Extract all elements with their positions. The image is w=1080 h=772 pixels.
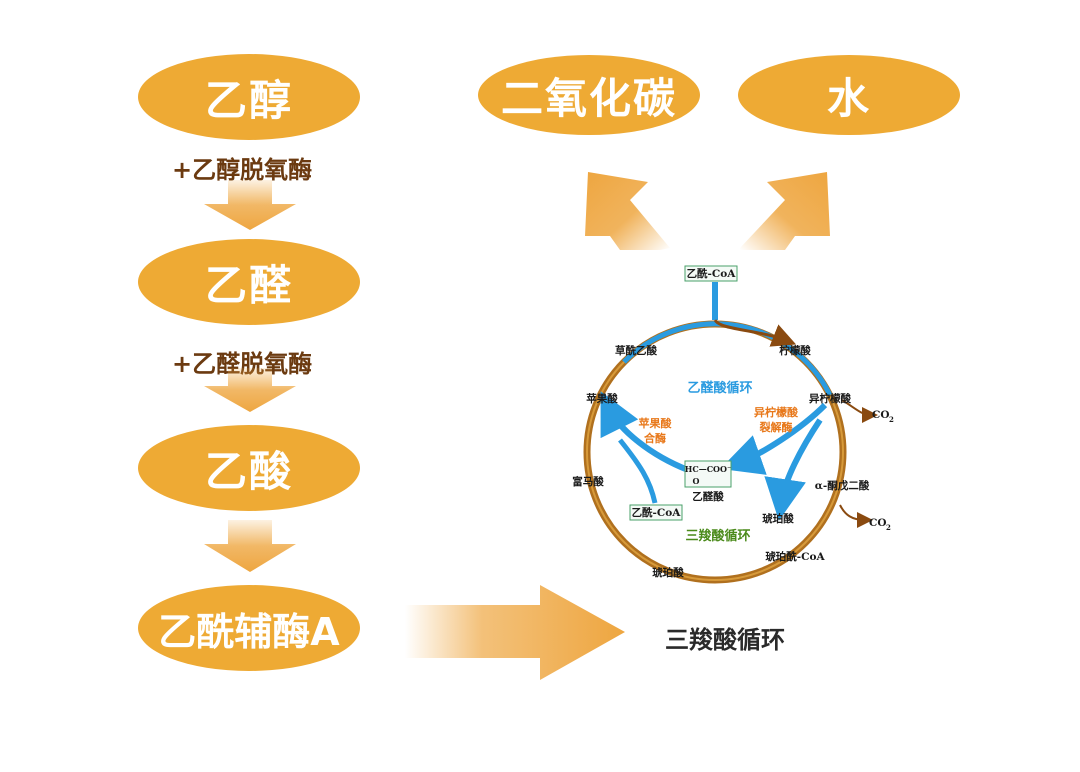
cycle-isocitrate: 异柠檬酸	[809, 392, 851, 405]
cycle-malate-synthase-1: 苹果酸	[639, 416, 673, 430]
tca-cycle-label: 三羧酸循环	[665, 626, 785, 654]
acetaldehyde-label: 乙醛	[204, 260, 293, 310]
acetaldehyde-node: 乙醛	[138, 239, 360, 325]
down-arrow-1	[204, 180, 296, 230]
cycle-malate-synthase-2: 合酶	[644, 431, 666, 445]
acetyl-coa-label: 乙酰辅酶A	[158, 609, 340, 654]
cycle-citrate: 柠檬酸	[779, 344, 811, 357]
enzyme-alcohol-dehydrogenase: +乙醇脱氧酶	[172, 156, 313, 184]
cycle-co2-1: CO	[872, 409, 890, 421]
cycle-co2-1-sub: 2	[889, 415, 894, 424]
cycle-co2-2: CO	[869, 517, 887, 529]
cycle-succinate-bottom: 琥珀酸	[652, 566, 684, 579]
co2-label: 二氧化碳	[500, 73, 677, 123]
water-label: 水	[826, 73, 871, 123]
acetic-acid-node: 乙酸	[138, 425, 360, 511]
cycle-succinyl-coa: 琥珀酰-CoA	[765, 550, 825, 563]
glyoxylate-box	[684, 460, 732, 488]
cycle-isocitrate-lyase-2: 裂解酶	[759, 420, 793, 434]
ethanol-node: 乙醇	[138, 54, 360, 140]
cycle-isocitrate-lyase-1: 异柠檬酸	[754, 405, 799, 419]
up-right-arrow	[740, 172, 830, 250]
cycle-alpha-kg: α-酮戊二酸	[815, 479, 870, 492]
cycle-glyoxylate-cycle: 乙醛酸循环	[687, 380, 752, 396]
cycle-oxaloacetate: 草酰乙酸	[615, 344, 657, 357]
cycle-tca-cycle: 三羧酸循环	[685, 528, 750, 544]
cycle-acetyl-coa-inner: 乙酰-CoA	[632, 506, 682, 519]
right-arrow	[405, 585, 625, 680]
acetyl-coa-inner-box	[629, 504, 683, 521]
co2-node: 二氧化碳	[478, 55, 700, 135]
cycle-succinate-inner: 琥珀酸	[762, 512, 794, 525]
cycle-glyoxylate-o: O	[693, 476, 700, 486]
ethanol-label: 乙醇	[204, 75, 293, 125]
cycle-fumarate: 富马酸	[572, 475, 604, 488]
cycle-malate: 苹果酸	[586, 392, 618, 405]
cycle-glyoxylate: 乙醛酸	[692, 490, 724, 503]
tca-cycle-ring	[583, 282, 878, 584]
down-arrow-2	[204, 368, 296, 412]
acetyl-coa-top-box	[684, 265, 738, 282]
cycle-glyoxylate-formula: HC—COO⁻	[685, 464, 731, 474]
up-left-arrow	[585, 172, 670, 250]
acetyl-coa-node: 乙酰辅酶A	[138, 585, 360, 671]
cycle-acetyl-coa-top: 乙酰-CoA	[687, 267, 737, 280]
acetic-acid-label: 乙酸	[204, 446, 293, 496]
water-node: 水	[738, 55, 960, 135]
down-arrow-3	[204, 520, 296, 572]
cycle-co2-2-sub: 2	[886, 523, 891, 532]
